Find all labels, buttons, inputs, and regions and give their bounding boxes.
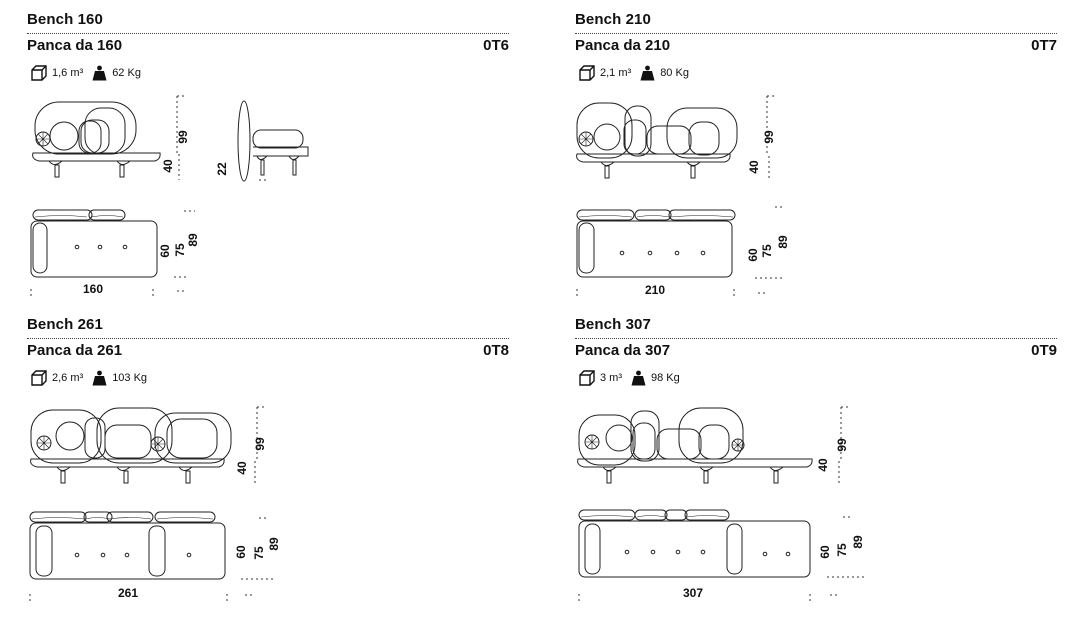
- dim-depth-b: 75: [760, 244, 774, 258]
- bench-drawing: 99 40 60 75 89 261: [29, 406, 281, 602]
- dim-depth-c: 89: [267, 537, 281, 551]
- dim-width: 160: [83, 282, 103, 296]
- weight-value: 62 Kg: [112, 67, 141, 79]
- bench-title-it: Panca da 160: [27, 37, 123, 54]
- bench-drawing: 99 40 22 60 75 89 160: [30, 95, 309, 297]
- specs-row: 2,1 m³ 80 Kg: [579, 65, 698, 81]
- dim-seat: 40: [816, 458, 830, 472]
- weight-icon: [640, 65, 655, 81]
- bench-drawing: 99 40 60 75 89 210: [576, 95, 790, 297]
- dim-depth-c: 89: [186, 233, 200, 247]
- bench-title-it: Panca da 307: [575, 342, 671, 359]
- weight-icon: [92, 370, 107, 386]
- title-separator: [575, 33, 1057, 34]
- product-code: 0T9: [1031, 342, 1057, 359]
- bench-panel-261: Bench 261 Panca da 261 0T8 2,6 m³ 103 Kg: [27, 313, 517, 613]
- dim-back-depth: 22: [215, 162, 229, 176]
- dim-depth-a: 60: [234, 545, 248, 559]
- bench-title-en: Bench 261: [27, 316, 103, 333]
- volume-value: 1,6 m³: [52, 67, 84, 79]
- bench-title-en: Bench 307: [575, 316, 651, 333]
- product-code: 0T8: [483, 342, 509, 359]
- bench-panel-160: Bench 160 Panca da 160 0T6 1,6 m³ 62 Kg: [27, 8, 517, 308]
- dim-seat: 40: [161, 159, 175, 173]
- cube-icon: [31, 65, 47, 81]
- title-separator: [575, 338, 1057, 339]
- cube-icon: [579, 65, 595, 81]
- bench-panel-307: Bench 307 Panca da 307 0T9 3 m³ 98 Kg: [575, 313, 1065, 613]
- specs-row: 3 m³ 98 Kg: [579, 370, 689, 386]
- volume-value: 2,6 m³: [52, 372, 84, 384]
- title-separator: [27, 338, 509, 339]
- dim-depth-a: 60: [158, 244, 172, 258]
- dim-depth-c: 89: [776, 235, 790, 249]
- dim-width: 210: [645, 283, 665, 297]
- dim-seat: 40: [235, 461, 249, 475]
- cube-icon: [31, 370, 47, 386]
- bench-title-en: Bench 160: [27, 11, 103, 28]
- dim-height: 99: [762, 130, 776, 144]
- weight-value: 80 Kg: [660, 67, 689, 79]
- dim-seat: 40: [747, 160, 761, 174]
- dim-width: 307: [683, 586, 703, 600]
- volume-value: 3 m³: [600, 372, 622, 384]
- dim-depth-b: 75: [252, 546, 266, 560]
- bench-drawing: 99 40 60 75 89 307: [577, 406, 865, 602]
- dim-height: 99: [835, 438, 849, 452]
- dim-depth-b: 75: [835, 543, 849, 557]
- dim-height: 99: [253, 437, 267, 451]
- weight-value: 98 Kg: [651, 372, 680, 384]
- cube-icon: [579, 370, 595, 386]
- dim-depth-b: 75: [173, 243, 187, 257]
- bench-title-it: Panca da 261: [27, 342, 123, 359]
- specs-row: 1,6 m³ 62 Kg: [31, 65, 150, 81]
- product-code: 0T6: [483, 37, 509, 54]
- volume-value: 2,1 m³: [600, 67, 632, 79]
- dim-height: 99: [176, 130, 190, 144]
- specs-row: 2,6 m³ 103 Kg: [31, 370, 156, 386]
- bench-title-en: Bench 210: [575, 11, 651, 28]
- bench-panel-210: Bench 210 Panca da 210 0T7 2,1 m³ 80 Kg: [575, 8, 1065, 308]
- weight-value: 103 Kg: [112, 372, 148, 384]
- dim-width: 261: [118, 586, 138, 600]
- dim-depth-c: 89: [851, 535, 865, 549]
- weight-icon: [631, 370, 646, 386]
- weight-icon: [92, 65, 107, 81]
- bench-title-it: Panca da 210: [575, 37, 671, 54]
- product-code: 0T7: [1031, 37, 1057, 54]
- title-separator: [27, 33, 509, 34]
- dim-depth-a: 60: [818, 545, 832, 559]
- dim-depth-a: 60: [746, 248, 760, 262]
